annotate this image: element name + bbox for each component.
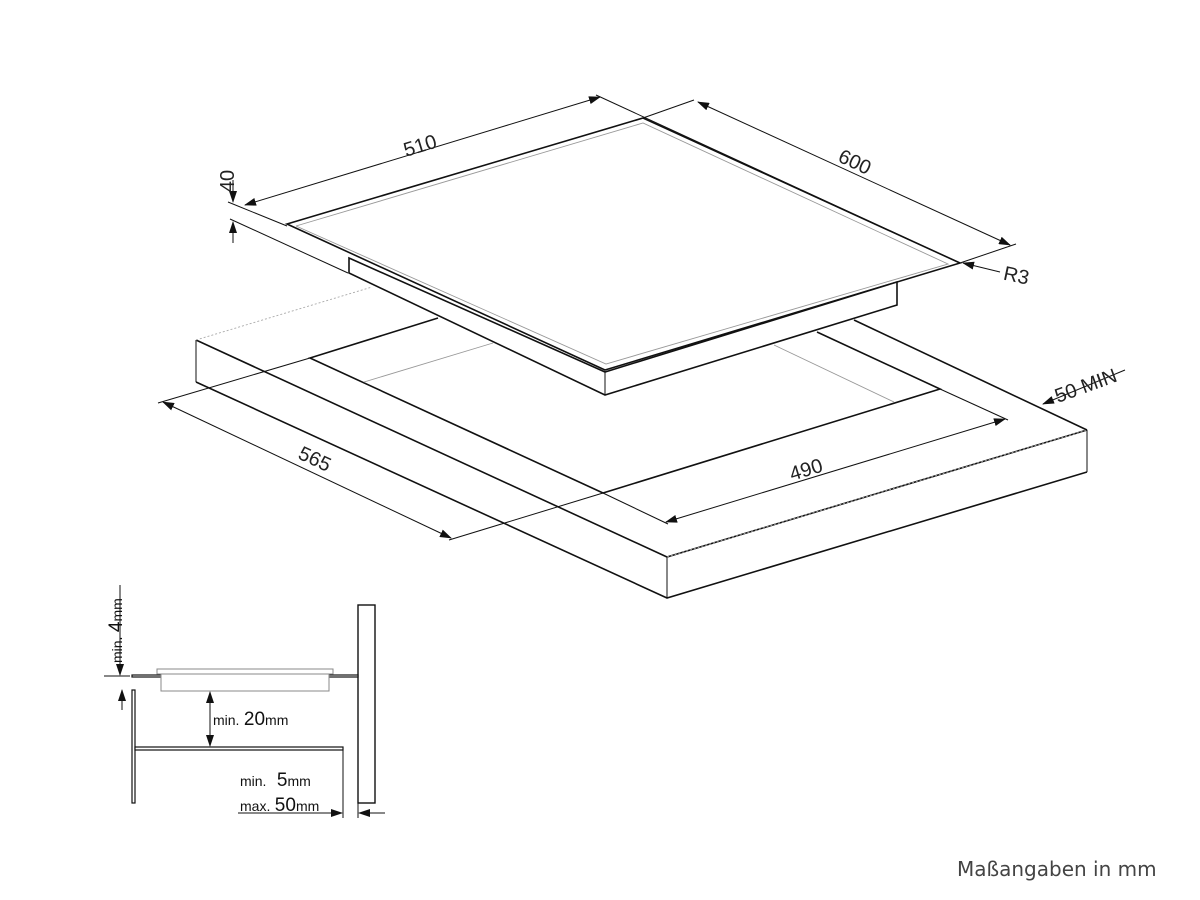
dimension-lines [157, 94, 1126, 541]
dim-label-50-min: 50 MIN [1052, 365, 1120, 408]
dim-label-490: 490 [787, 455, 825, 486]
dim-label-r3: R3 [1001, 263, 1031, 290]
detail-label-min-4mm: min. 4mm [106, 598, 127, 663]
detail-label-min-20mm: min. 20mm [213, 709, 288, 730]
detail-label-max-50mm: max. 50mm [240, 795, 319, 816]
detail-section [104, 585, 385, 818]
dim-label-600: 600 [835, 146, 875, 180]
dim-label-40: 40 [217, 170, 239, 192]
dim-label-565: 565 [295, 443, 335, 477]
detail-label-min-5mm: min. 5mm [240, 770, 311, 791]
units-note: Maßangaben in mm [957, 857, 1157, 881]
dim-label-510: 510 [401, 131, 439, 162]
